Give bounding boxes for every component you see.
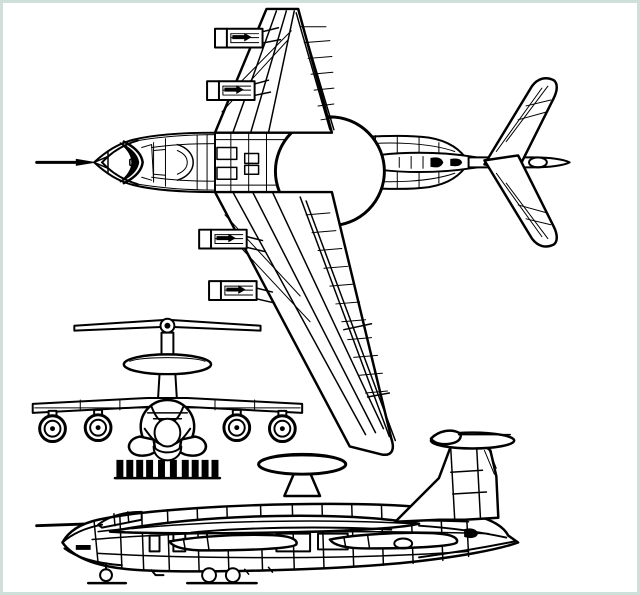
front-view <box>31 317 304 480</box>
side-ventral-details <box>150 566 274 577</box>
plan-engine-nacelle-1 <box>206 79 272 102</box>
front-tailplane <box>73 317 262 334</box>
plan-forward-fuselage <box>93 131 216 194</box>
front-engine-1 <box>38 409 67 444</box>
plan-engine-nacelle-3 <box>198 228 266 253</box>
side-wing <box>108 514 421 535</box>
side-rotodome <box>257 452 348 498</box>
side-vertical-fin <box>394 441 500 523</box>
front-fuselage <box>127 398 208 462</box>
front-engine-4 <box>267 409 297 444</box>
front-engine-3 <box>222 408 252 443</box>
plan-wing-upper <box>213 7 335 134</box>
plan-view <box>35 7 571 457</box>
aircraft-three-view-svg <box>31 7 571 585</box>
plan-tailplane-upper <box>483 77 558 171</box>
side-engine-nacelle-far <box>328 531 459 550</box>
side-landing-gear <box>86 562 258 585</box>
front-main-gear <box>113 459 222 480</box>
plan-engine-nacelle-2 <box>214 27 282 49</box>
front-rotodome <box>122 353 213 376</box>
side-tailplane <box>429 429 516 450</box>
side-engine-nacelle-near <box>168 533 298 552</box>
plan-wing-lower <box>213 190 397 457</box>
drawing-canvas <box>3 3 637 592</box>
front-engine-2 <box>83 408 113 443</box>
side-rear-fuselage <box>393 524 516 559</box>
plan-tailplane-lower <box>483 154 558 248</box>
plan-refuelling-probe <box>35 158 95 166</box>
plan-engine-nacelle-4 <box>208 280 276 304</box>
side-view <box>35 429 520 585</box>
